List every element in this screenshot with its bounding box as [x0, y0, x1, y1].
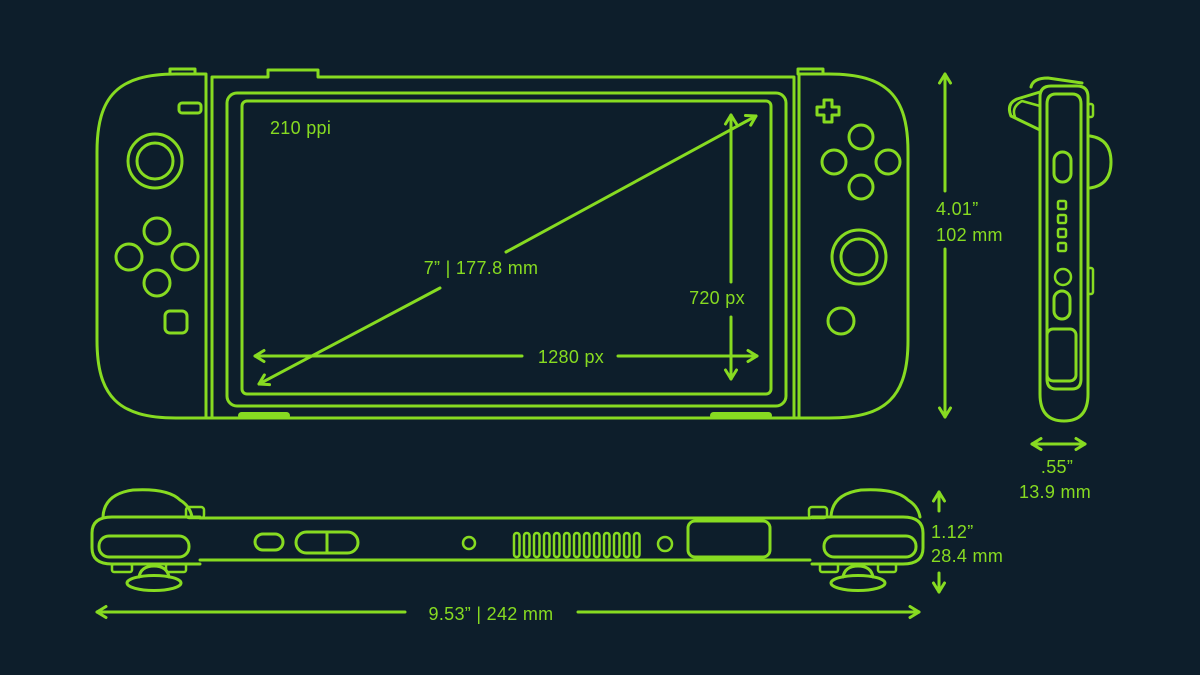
screen-diagonal-dimension: 7” | 177.8 mm [257, 113, 758, 387]
left-joycon [95, 67, 208, 420]
stick-profile [1088, 134, 1113, 190]
side-view: .55” 13.9 mm [1008, 76, 1113, 502]
bottom-foot-left [238, 412, 290, 419]
right-joycon-bottom [807, 488, 925, 592]
vent-hole [656, 535, 674, 553]
foot [164, 562, 188, 574]
trigger-crease [1012, 99, 1042, 119]
card-slot-cover [686, 519, 772, 559]
left-analog-stick [126, 132, 184, 190]
zl-trigger [97, 534, 191, 559]
device-width-dimension: 9.53” | 242 mm [95, 604, 921, 624]
joycon-rail-tab [168, 67, 197, 76]
device-height-dimension: 4.01” 102 mm [936, 72, 1003, 419]
right-analog-stick [830, 228, 888, 286]
zr-trigger [822, 534, 918, 559]
depth-mm-label: 13.9 mm [1019, 482, 1091, 502]
dpad-buttons [114, 216, 200, 298]
screen-bezel [225, 91, 788, 408]
thickness-mm-label: 28.4 mm [931, 546, 1003, 566]
bottom-foot-right [710, 412, 772, 419]
rail-led-indicators [1056, 199, 1068, 253]
screen-height-dimension: 720 px [689, 113, 745, 381]
plus-button [815, 98, 841, 124]
thickness-dimension: 1.12” 28.4 mm [931, 490, 1003, 594]
shoulder-button [1029, 76, 1084, 89]
depth-in-label: .55” [1041, 457, 1073, 477]
joycon-rail-tab [796, 67, 825, 76]
bottom-view: 1.12” 28.4 mm 9.53” | 242 mm [90, 488, 1003, 624]
stick-base [829, 574, 887, 592]
rail-slot [1045, 327, 1078, 383]
capture-button [163, 309, 189, 335]
screen-width-label: 1280 px [538, 347, 604, 367]
screen-ppi-label: 210 ppi [270, 118, 331, 138]
thickness-in-label: 1.12” [931, 522, 974, 542]
sync-button [1053, 267, 1073, 287]
face-buttons [820, 123, 902, 201]
foot [876, 562, 898, 574]
home-button [826, 306, 856, 336]
side-rail-panel [1045, 92, 1083, 391]
right-joycon [796, 67, 910, 420]
tablet-body [204, 68, 802, 420]
side-bump [1086, 102, 1095, 119]
foot [110, 562, 134, 574]
front-view: 210 ppi 7” | 177.8 mm 720 px 1280 px 4.0… [95, 67, 1003, 420]
device-height-in-label: 4.01” [936, 199, 979, 219]
screen-height-label: 720 px [689, 288, 745, 308]
foot [818, 562, 840, 574]
screen-width-dimension: 1280 px [253, 347, 759, 367]
device-width-label: 9.53” | 242 mm [429, 604, 554, 624]
screen-diagonal-label: 7” | 177.8 mm [424, 258, 539, 278]
power-button [253, 532, 285, 552]
left-joycon-bottom [90, 488, 206, 592]
minus-button [177, 101, 203, 115]
side-bump-2 [1086, 266, 1095, 296]
stick-base [125, 574, 183, 592]
depth-dimension: .55” 13.9 mm [1019, 437, 1091, 502]
vent-slots [512, 531, 641, 559]
tablet-outline [210, 68, 796, 420]
side-body [1038, 84, 1090, 423]
bottom-edge-details [253, 519, 772, 559]
headphone-jack [461, 535, 477, 551]
stick-cap [137, 564, 171, 579]
trigger-flap [1008, 90, 1042, 132]
device-height-mm-label: 102 mm [936, 225, 1003, 245]
sr-button [1052, 289, 1072, 321]
sl-button [1052, 150, 1073, 184]
screen-annotations: 210 ppi 7” | 177.8 mm 720 px 1280 px [253, 113, 759, 387]
stick-cap [841, 564, 875, 579]
screen [240, 99, 773, 396]
